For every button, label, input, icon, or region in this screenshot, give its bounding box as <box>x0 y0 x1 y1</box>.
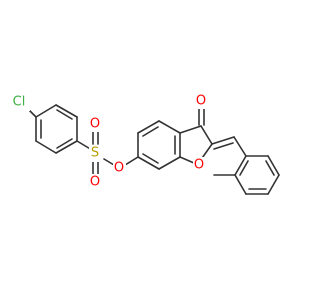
sulfonyl-oxygen-top-label: O <box>90 117 100 132</box>
ketone-oxygen-label: O <box>196 94 206 109</box>
sulfur-atom: S <box>89 145 102 162</box>
ketone-oxygen-atom: O <box>195 93 208 109</box>
sulfonyl-oxygen-top-atom: O <box>89 116 102 132</box>
s-o-ester-bond <box>103 158 115 166</box>
sulfur-label: S <box>91 146 99 161</box>
ester-oxygen-atom: O <box>113 160 126 176</box>
molecule-drawing: Cl S O O O O O <box>9 93 280 195</box>
benzo-ring <box>137 120 181 170</box>
ring-oxygen-atom: O <box>193 157 206 173</box>
exocyclic-bond-2 <box>213 142 234 150</box>
atom-labels: Cl S O O O O O <box>9 93 208 190</box>
ester-oxygen-label: O <box>114 161 124 176</box>
tolyl-ring <box>234 155 280 195</box>
sulfonyl-oxygen-bottom-atom: O <box>89 174 102 190</box>
exocyclic-bond <box>211 136 235 145</box>
o-aryl-bond <box>124 156 139 166</box>
bond-layer <box>26 104 280 195</box>
chlorophenyl-ring <box>35 104 78 154</box>
benzylidene-bond <box>233 136 247 157</box>
sulfonyl-oxygen-bottom-label: O <box>90 175 100 190</box>
ring-oxygen-label: O <box>194 158 204 173</box>
chlorine-atom: Cl <box>9 94 30 111</box>
chlorine-label: Cl <box>13 95 26 110</box>
